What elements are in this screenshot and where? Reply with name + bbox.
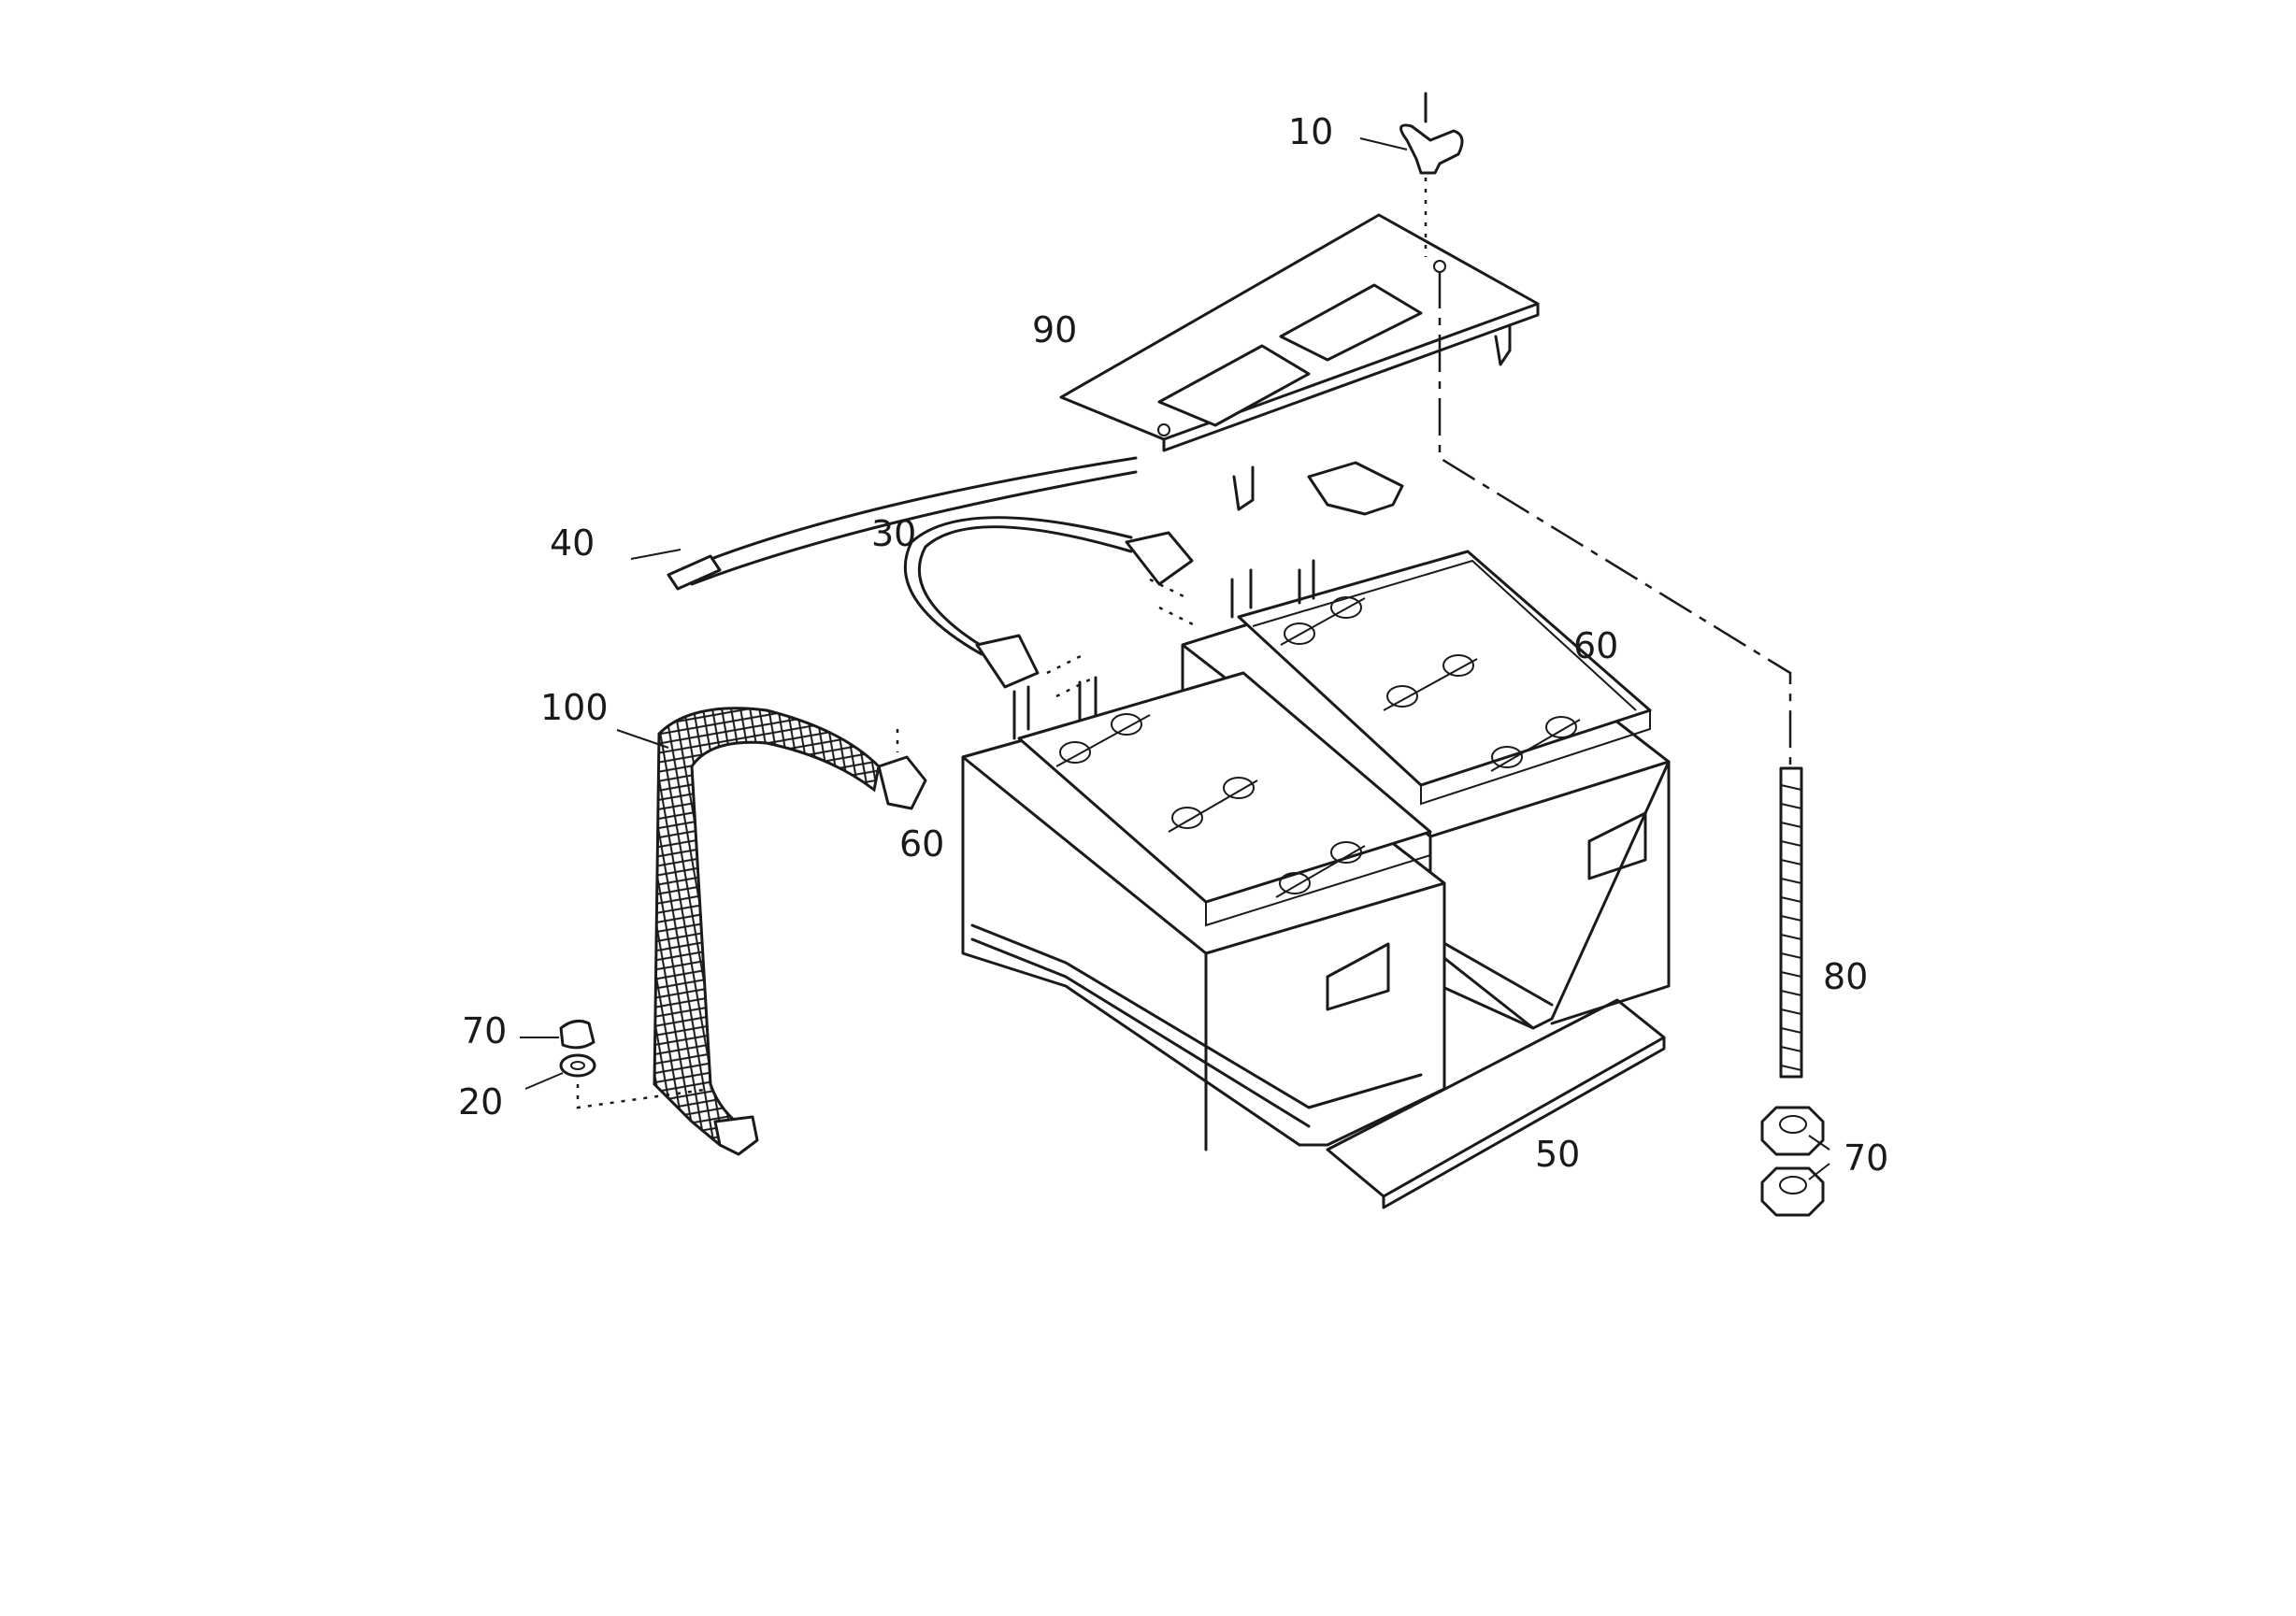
callout-50: 50 — [1535, 1134, 1581, 1175]
callout-90: 90 — [1032, 309, 1078, 350]
callout-10: 10 — [1288, 111, 1334, 152]
callout-30: 30 — [871, 513, 917, 554]
nuts-70 — [559, 1019, 1825, 1217]
base-plate — [1326, 998, 1666, 1209]
callout-70-left: 70 — [462, 1010, 508, 1051]
callout-20: 20 — [458, 1081, 504, 1123]
leader-lines — [520, 137, 1830, 1180]
ground-strap — [653, 707, 927, 1156]
callout-60-rear-battery: 60 — [1573, 625, 1619, 666]
hold-down-frame — [1059, 213, 1540, 511]
terminal-clamp — [1307, 461, 1404, 516]
callout-100: 100 — [540, 687, 609, 728]
stud-bolt — [1779, 766, 1803, 1079]
callout-40: 40 — [550, 522, 596, 564]
cable-30 — [903, 516, 1194, 689]
cable-40 — [667, 456, 1138, 591]
callout-60-front-terminal: 60 — [899, 823, 945, 865]
battery-front — [961, 671, 1446, 1151]
wing-nut — [1399, 92, 1464, 175]
callout-70-right: 70 — [1844, 1137, 1889, 1179]
center-lines — [576, 178, 1792, 1109]
callout-80: 80 — [1823, 956, 1869, 997]
